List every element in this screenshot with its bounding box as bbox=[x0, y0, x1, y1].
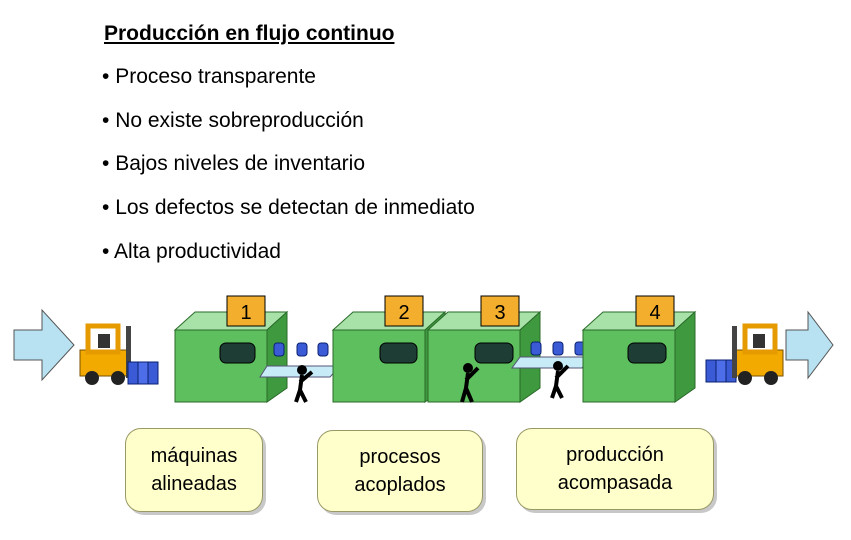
machine-number: 2 bbox=[398, 302, 409, 324]
worker-icon bbox=[550, 361, 570, 399]
label-text: máquinas alineadas bbox=[150, 445, 238, 495]
label-box: máquinas alineadas bbox=[125, 428, 263, 512]
label-text: producción acompasada bbox=[557, 444, 673, 494]
bullet-item: Proceso transparente bbox=[102, 64, 475, 108]
machine-number: 3 bbox=[494, 302, 505, 324]
machine-number: 4 bbox=[649, 302, 660, 324]
machine-number: 1 bbox=[240, 302, 251, 324]
bullet-item: Alta productividad bbox=[102, 239, 475, 283]
machine-1 bbox=[173, 310, 289, 403]
machine-number-tag: 1 bbox=[226, 295, 266, 327]
bullet-item: Los defectos se detectan de inmediato bbox=[102, 195, 475, 239]
drum-icon bbox=[273, 342, 329, 357]
label-box: procesos acoplados bbox=[317, 430, 483, 512]
drum-icon bbox=[127, 361, 159, 385]
label-box: producción acompasada bbox=[516, 428, 714, 510]
forklift-icon bbox=[79, 323, 131, 385]
page-title: Producción en flujo continuo bbox=[104, 22, 395, 45]
machine-number-tag: 3 bbox=[480, 295, 520, 327]
forklift-icon bbox=[732, 323, 784, 385]
worker-icon bbox=[294, 365, 314, 403]
input-arrow-icon bbox=[13, 308, 75, 382]
machine-number-tag: 2 bbox=[384, 295, 424, 327]
drum-icon bbox=[705, 359, 737, 383]
worker-icon bbox=[460, 363, 480, 403]
bullet-item: Bajos niveles de inventario bbox=[102, 151, 475, 195]
bullet-item: No existe sobreproducción bbox=[102, 108, 475, 152]
bullet-list: Proceso transparente No existe sobreprod… bbox=[102, 64, 475, 282]
output-arrow-icon bbox=[785, 310, 834, 380]
label-text: procesos acoplados bbox=[354, 446, 446, 496]
machine-number-tag: 4 bbox=[635, 295, 675, 327]
flow-diagram: 1 2 3 bbox=[13, 295, 834, 403]
drum-icon bbox=[530, 341, 586, 356]
